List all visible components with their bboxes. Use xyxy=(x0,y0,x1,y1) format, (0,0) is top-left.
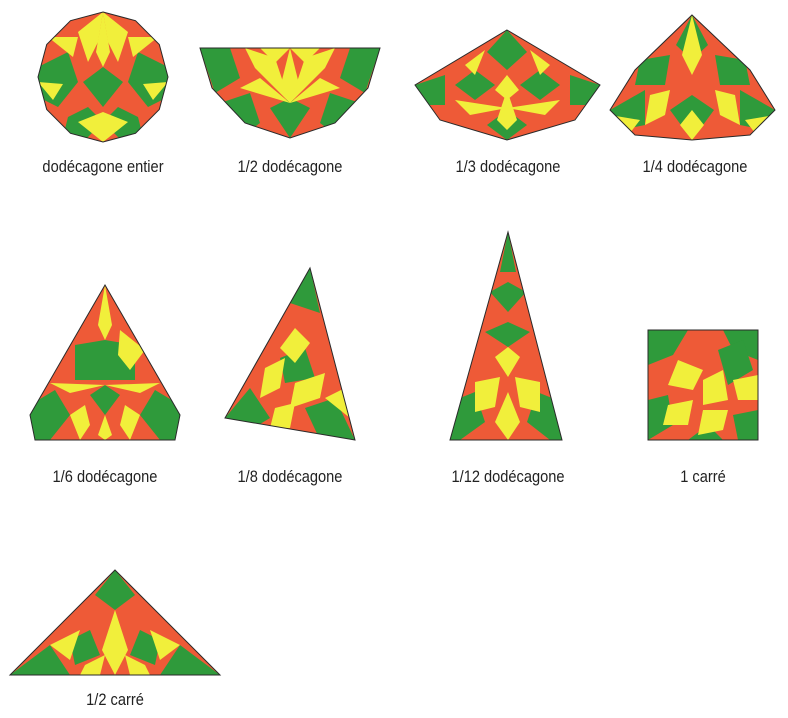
caption-square: 1 carré xyxy=(634,467,772,487)
caption-eighth-dodecagon: 1/8 dodécagone xyxy=(217,467,363,487)
eighth-dodecagon-figure xyxy=(225,268,355,440)
tile-twelfth-dodecagon xyxy=(450,232,562,440)
twelfth-dodecagon-figure xyxy=(450,232,562,440)
quarter-dodecagon-figure xyxy=(610,15,775,140)
tile-half-square xyxy=(10,570,220,675)
full-dodecagon-figure xyxy=(38,12,168,142)
caption-quarter-dodecagon: 1/4 dodécagone xyxy=(626,157,764,177)
sixth-dodecagon-figure xyxy=(30,285,180,440)
third-dodecagon-figure xyxy=(415,30,600,140)
caption-full-dodecagon: dodécagone entier xyxy=(30,157,176,177)
tile-half-dodecagon xyxy=(200,48,380,138)
caption-sixth-dodecagon: 1/6 dodécagone xyxy=(32,467,178,487)
tile-third-dodecagon xyxy=(415,30,600,140)
tile-quarter-dodecagon xyxy=(610,15,775,140)
caption-third-dodecagon: 1/3 dodécagone xyxy=(435,157,581,177)
tile-full-dodecagon xyxy=(38,12,168,142)
half-dodecagon-figure xyxy=(200,48,380,138)
tile-square xyxy=(648,330,758,440)
half-square-figure xyxy=(10,570,220,675)
square-figure xyxy=(648,330,758,440)
caption-half-square: 1/2 carré xyxy=(42,690,188,710)
caption-half-dodecagon: 1/2 dodécagone xyxy=(217,157,363,177)
tile-eighth-dodecagon xyxy=(225,268,355,440)
caption-twelfth-dodecagon: 1/12 dodécagone xyxy=(435,467,581,487)
tile-sixth-dodecagon xyxy=(30,285,180,440)
